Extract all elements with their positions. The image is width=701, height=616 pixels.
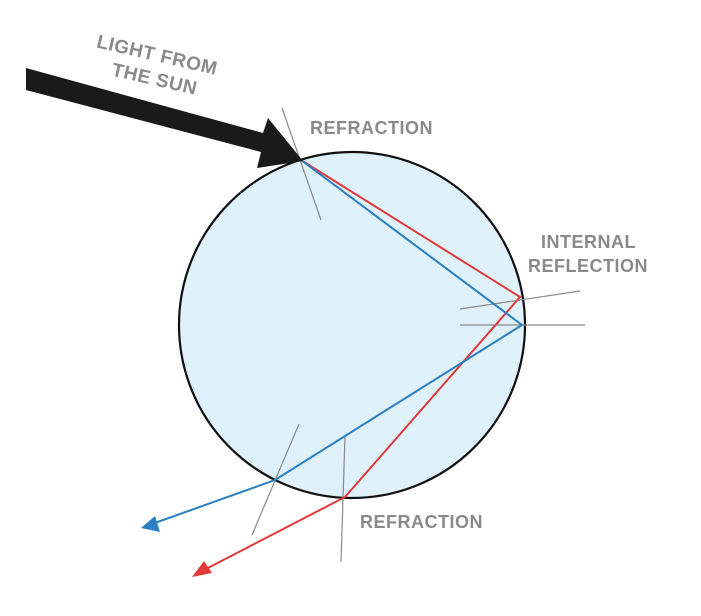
internal-reflection-label-line2: REFLECTION — [528, 256, 648, 276]
refraction-label-bottom: REFRACTION — [360, 512, 483, 532]
internal-reflection-label-line1: INTERNAL — [541, 232, 636, 252]
red-ray-path — [201, 159, 522, 572]
normal-line-entry — [281, 107, 322, 221]
blue-ray-arrowhead — [141, 516, 160, 532]
sun-light-arrow — [26, 68, 303, 168]
blue-ray-path — [151, 159, 524, 525]
refraction-label-top: REFRACTION — [310, 118, 433, 138]
red-ray-arrowhead — [192, 561, 212, 577]
normal-line-reflection-upper — [459, 290, 581, 310]
